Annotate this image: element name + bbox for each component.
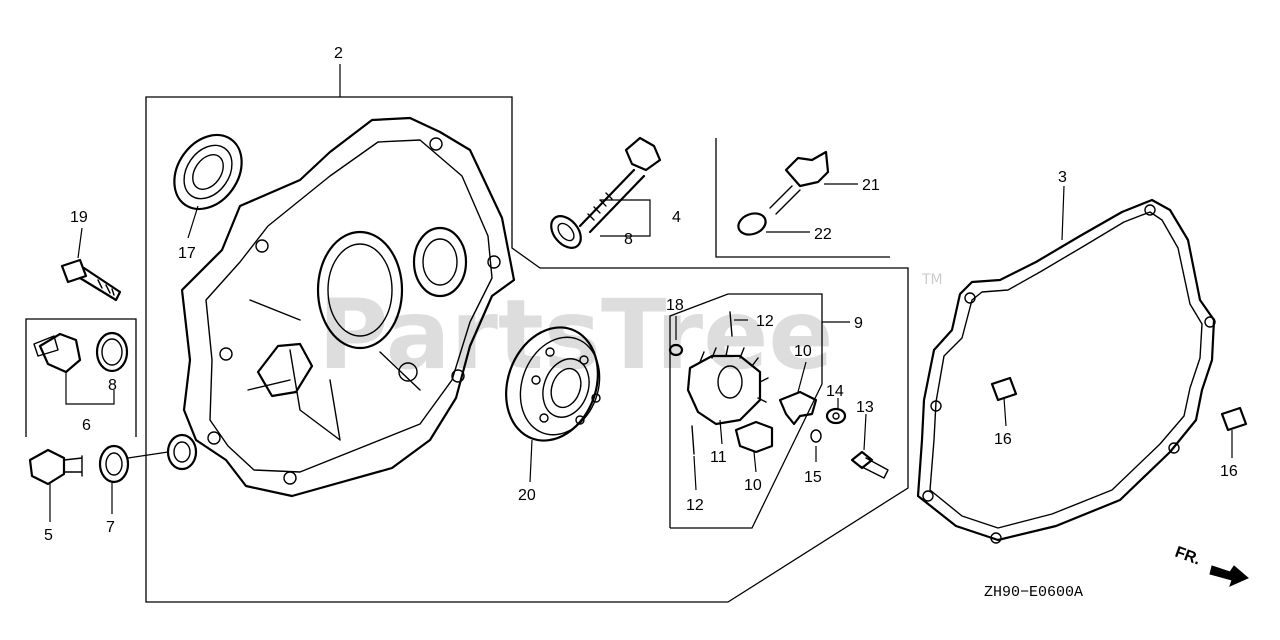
front-arrow-icon <box>1209 565 1249 587</box>
leader-lines <box>49 64 1233 522</box>
oil-seal-part <box>173 133 243 211</box>
callout-7: 7 <box>106 519 115 536</box>
plug-and-washer-part <box>28 444 169 486</box>
callout-5: 5 <box>44 527 53 544</box>
callout-8-gauge: 8 <box>624 231 633 248</box>
crankcase-cover-part <box>166 116 516 498</box>
callout-4: 4 <box>672 209 681 226</box>
drain-plug-assembly-part <box>33 331 129 405</box>
governor-assembly-part <box>668 311 889 479</box>
dowel-pin-part <box>990 376 1248 432</box>
assembly-frame-governor <box>669 293 823 529</box>
callout-labels: 2 3 4 5 6 7 8 8 9 10 10 11 12 12 13 14 1… <box>44 45 1238 544</box>
callout-11: 11 <box>710 449 727 466</box>
ball-bearing-part <box>505 326 601 442</box>
assembly-frame-oil-gauge <box>715 138 890 258</box>
dipstick-assembly-part <box>550 136 662 249</box>
callout-12-upper: 12 <box>756 313 774 330</box>
oil-gauge-part <box>737 150 858 236</box>
trademark-mark: TM <box>921 272 943 288</box>
callout-21: 21 <box>862 177 880 194</box>
callout-16-right: 16 <box>1220 463 1238 480</box>
callout-16-left: 16 <box>994 431 1012 448</box>
callout-2: 2 <box>334 45 343 62</box>
assembly-frame-main <box>145 96 909 603</box>
callout-18: 18 <box>666 297 684 314</box>
callout-22: 22 <box>814 226 832 243</box>
callout-8-drain: 8 <box>108 377 117 394</box>
callout-14: 14 <box>826 383 844 400</box>
callout-3: 3 <box>1058 169 1067 186</box>
watermark-text: PartsTree <box>318 279 833 391</box>
callout-9: 9 <box>854 315 863 332</box>
diagram-code: ZH90−E0600A <box>984 584 1083 601</box>
callout-20: 20 <box>518 487 536 504</box>
crankcase-gasket-part <box>916 198 1216 544</box>
assembly-frame-drain-plug <box>25 318 137 437</box>
callout-10-upper: 10 <box>794 343 812 360</box>
callout-12-lower: 12 <box>686 497 704 514</box>
callout-15: 15 <box>804 469 822 486</box>
callout-10-lower: 10 <box>744 477 762 494</box>
flange-bolt-part <box>60 258 122 302</box>
callout-6: 6 <box>82 417 91 434</box>
callout-19: 19 <box>70 209 88 226</box>
callout-17: 17 <box>178 245 196 262</box>
front-indicator-label: FR. <box>1173 544 1203 569</box>
callout-13: 13 <box>856 399 874 416</box>
